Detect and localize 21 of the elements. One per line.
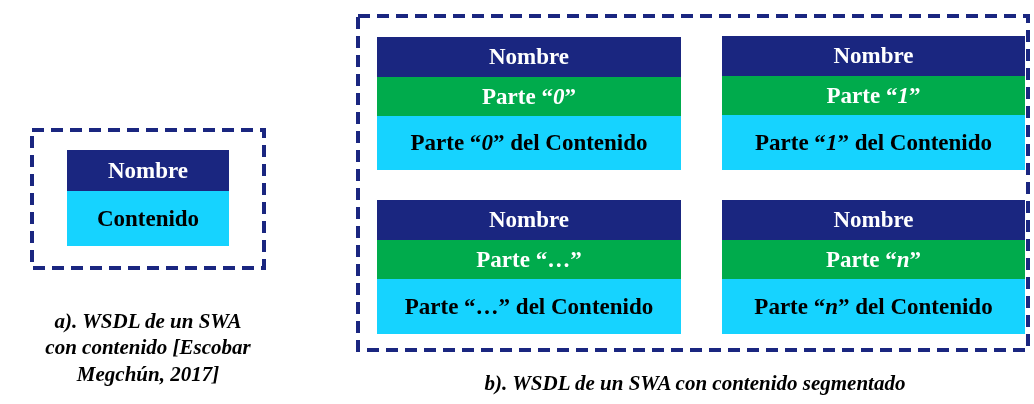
content-band: Contenido [67, 191, 229, 246]
name-header: Nombre [722, 200, 1025, 240]
name-header: Nombre [377, 37, 681, 77]
content-band: Parte “n” [722, 240, 1025, 279]
content-band: Parte “1” del Contenido [722, 115, 1025, 170]
stacked-box [67, 150, 229, 246]
name-header: Nombre [377, 200, 681, 240]
content-band: Parte “0” [377, 77, 681, 116]
panel-caption: a). WSDL de un SWA con contenido [Escobar Megchún, 2017] [44, 308, 252, 387]
stacked-box [722, 36, 1025, 170]
stacked-box [377, 37, 681, 170]
name-header: Nombre [67, 150, 229, 191]
stacked-box [377, 200, 681, 334]
content-band: Parte “…” [377, 240, 681, 279]
stacked-box [722, 200, 1025, 334]
content-band: Parte “n” del Contenido [722, 279, 1025, 334]
content-band: Parte “…” del Contenido [377, 279, 681, 334]
panel-caption: b). WSDL de un SWA con contenido segmentado [483, 370, 907, 397]
name-header: Nombre [722, 36, 1025, 76]
content-band: Parte “0” del Contenido [377, 116, 681, 170]
content-band: Parte “1” [722, 76, 1025, 115]
